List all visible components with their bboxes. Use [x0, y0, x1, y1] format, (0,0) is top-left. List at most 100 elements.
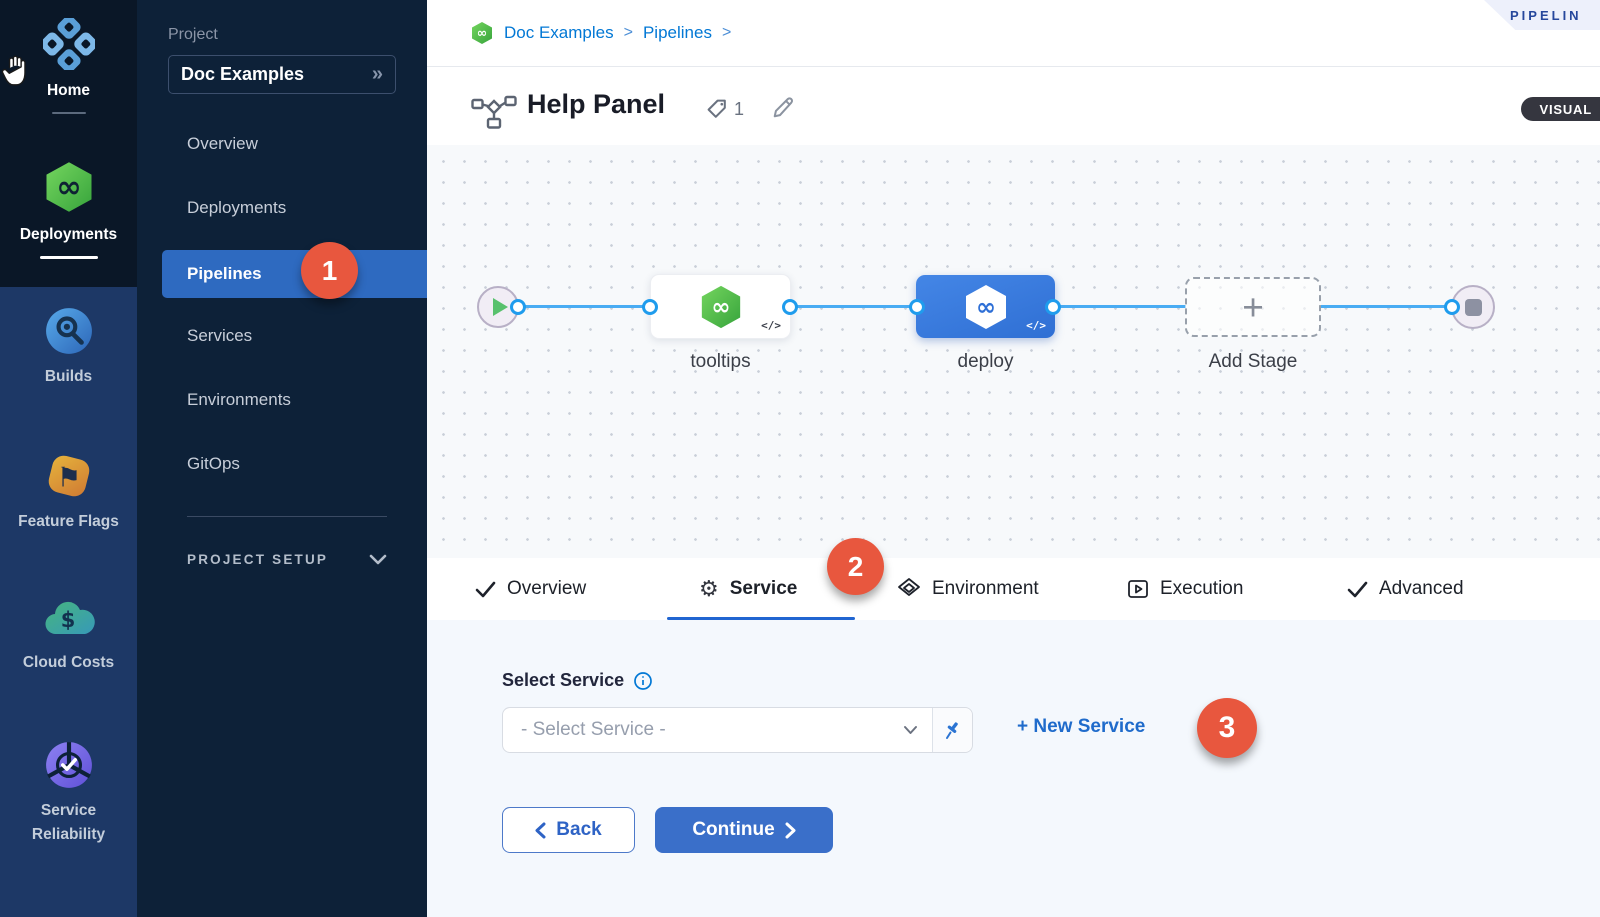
- service-reliability-icon: [44, 740, 94, 790]
- project-setup-toggle[interactable]: PROJECT SETUP: [187, 552, 387, 567]
- environment-layers-icon: [897, 577, 921, 601]
- svg-text:$: $: [60, 608, 75, 632]
- tab-service[interactable]: ⚙ Service: [699, 558, 797, 620]
- project-setup-label: PROJECT SETUP: [187, 552, 329, 567]
- tab-label: Advanced: [1379, 578, 1464, 599]
- edge-port[interactable]: [510, 299, 526, 315]
- sidebar-item-label: Pipelines: [187, 264, 262, 283]
- add-stage-button[interactable]: +: [1185, 277, 1321, 337]
- breadcrumb-separator: >: [721, 24, 732, 41]
- plus-icon: +: [1242, 286, 1264, 328]
- gear-icon: ⚙: [699, 576, 719, 601]
- harness-project-icon: ∞: [470, 21, 494, 45]
- sidebar-item-gitops[interactable]: GitOps: [187, 454, 240, 473]
- cloud-costs-icon: $: [42, 596, 96, 642]
- sidebar-item-deployments-nav[interactable]: Deployments: [187, 198, 287, 217]
- project-selector[interactable]: Doc Examples »: [168, 55, 396, 94]
- project-sidebar: Project Doc Examples » Overview Deployme…: [137, 0, 427, 917]
- active-tab-underline: [667, 617, 855, 620]
- select-service-dropdown[interactable]: - Select Service -: [502, 707, 973, 753]
- pin-button[interactable]: [932, 708, 972, 752]
- new-service-button[interactable]: + New Service: [1017, 716, 1146, 737]
- tags-button[interactable]: 1: [705, 97, 744, 121]
- feature-flags-icon: ⚑: [44, 451, 94, 501]
- breadcrumb-link-project[interactable]: Doc Examples: [504, 23, 614, 42]
- step-badge-1: 1: [301, 242, 358, 299]
- tab-overview[interactable]: Overview: [475, 558, 586, 620]
- code-icon: </>: [761, 319, 781, 332]
- sidebar-item-deployments[interactable]: ∞ Deployments: [0, 160, 137, 260]
- module-sidebar: Home ∞ Deployments Buil: [0, 0, 137, 917]
- harness-stage-icon: ∞: [962, 283, 1010, 331]
- pipeline-edge: [518, 305, 650, 308]
- pipeline-edge: [790, 305, 917, 308]
- sidebar-item-label: Cloud Costs: [22, 654, 115, 671]
- harness-stage-icon: ∞: [698, 284, 744, 330]
- sidebar-item-pipelines[interactable]: Pipelines: [162, 250, 427, 298]
- sidebar-item-feature-flags[interactable]: ⚑ Feature Flags: [0, 451, 137, 534]
- tag-count: 1: [734, 98, 745, 119]
- edge-port[interactable]: [1444, 299, 1460, 315]
- continue-button-label: Continue: [692, 819, 775, 840]
- pipeline-edge: [1053, 305, 1186, 308]
- deployments-icon: ∞: [42, 160, 96, 214]
- page-title: Help Panel: [527, 89, 666, 119]
- sidebar-item-home[interactable]: Home: [0, 18, 137, 115]
- chevron-down-icon: [903, 725, 918, 735]
- sidebar-item-builds[interactable]: Builds: [0, 306, 137, 389]
- sidebar-item-overview[interactable]: Overview: [187, 134, 258, 153]
- ribbon-label: PIPELIN: [1510, 7, 1582, 23]
- pipeline-edge: [1320, 305, 1452, 308]
- back-button-label: Back: [556, 819, 602, 840]
- play-icon: [492, 298, 508, 316]
- code-icon: </>: [1026, 319, 1046, 332]
- breadcrumb-link-pipelines[interactable]: Pipelines: [642, 23, 712, 42]
- edge-port[interactable]: [909, 299, 925, 315]
- home-underline: [51, 112, 86, 115]
- edge-port[interactable]: [642, 299, 658, 315]
- execution-play-icon: [1127, 579, 1149, 599]
- info-icon[interactable]: [633, 671, 653, 691]
- sidebar-item-environments[interactable]: Environments: [187, 390, 291, 409]
- breadcrumb-separator: >: [623, 24, 633, 41]
- tab-label: Execution: [1160, 578, 1244, 599]
- svg-text:∞: ∞: [711, 294, 730, 320]
- sidebar-item-label: Deployments: [19, 226, 118, 243]
- chevron-right-icon: [785, 822, 796, 838]
- svg-text:∞: ∞: [56, 170, 81, 205]
- edge-port[interactable]: [782, 299, 798, 315]
- tab-advanced[interactable]: Advanced: [1347, 558, 1464, 620]
- main-content: ∞ Doc Examples > Pipelines > PIPELIN: [427, 0, 1600, 917]
- check-icon: [475, 581, 496, 598]
- tab-environment[interactable]: Environment: [897, 558, 1039, 620]
- sidebar-item-cloud-costs[interactable]: $ Cloud Costs: [0, 596, 137, 675]
- select-service-value: - Select Service -: [521, 719, 666, 740]
- project-expand-icon[interactable]: »: [371, 63, 383, 85]
- sidebar-item-label: Feature Flags: [18, 513, 119, 530]
- project-section-label: Project: [168, 26, 218, 43]
- stage-node-tooltips[interactable]: ∞ </>: [650, 274, 791, 339]
- stop-icon: [1464, 298, 1482, 316]
- pushpin-icon: [945, 722, 958, 739]
- svg-text:∞: ∞: [477, 25, 487, 40]
- tab-execution[interactable]: Execution: [1127, 558, 1243, 620]
- pipeline-canvas[interactable]: ∞ </> ∞ </> +: [427, 145, 1600, 558]
- pipeline-header: Help Panel 1 VISUAL: [427, 67, 1600, 145]
- sidebar-item-services[interactable]: Services: [187, 326, 253, 345]
- edit-pencil-icon[interactable]: [770, 95, 796, 121]
- sidebar-item-service-reliability[interactable]: Service Reliability: [0, 740, 137, 847]
- step-badge-3: 3: [1197, 698, 1257, 758]
- chevron-left-icon: [535, 822, 546, 838]
- breadcrumb: ∞ Doc Examples > Pipelines >: [427, 0, 1600, 67]
- tab-label: Environment: [932, 578, 1039, 599]
- visual-yaml-toggle[interactable]: VISUAL: [1520, 97, 1600, 121]
- check-icon: [1347, 581, 1368, 598]
- edge-port[interactable]: [1045, 299, 1061, 315]
- back-button[interactable]: Back: [502, 807, 635, 853]
- stage-node-deploy[interactable]: ∞ </>: [916, 275, 1055, 338]
- svg-text:∞: ∞: [976, 293, 996, 321]
- continue-button[interactable]: Continue: [655, 807, 833, 853]
- stage-label-deploy: deploy: [957, 351, 1014, 372]
- stage-label-tooltips: tooltips: [690, 351, 751, 372]
